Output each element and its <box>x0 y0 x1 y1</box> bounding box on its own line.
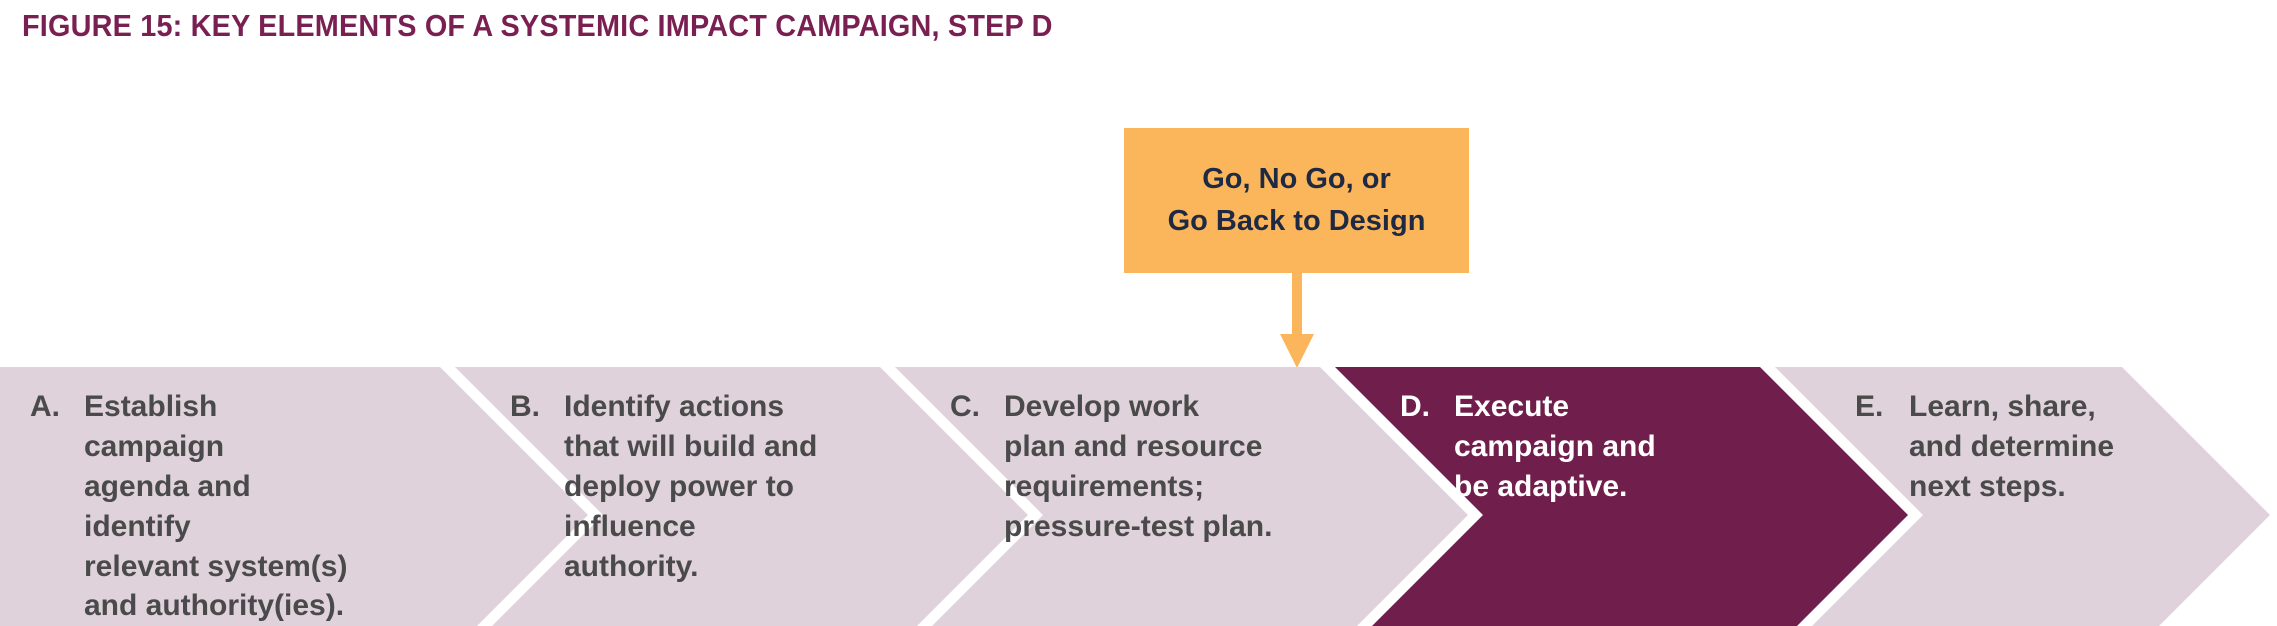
step-e-label[interactable]: E. Learn, share, and determine next step… <box>1855 387 2155 507</box>
step-d-letter: D. <box>1400 390 1430 423</box>
arrow-down-icon <box>1280 272 1314 368</box>
chevron-step-a[interactable] <box>0 367 588 626</box>
step-a-label[interactable]: A. Establish campaign agenda and identif… <box>30 387 360 626</box>
step-d-text: Execute campaign and be adaptive. <box>1454 390 1656 503</box>
step-b-letter: B. <box>510 390 540 423</box>
step-b-text: Identify actions that will build and dep… <box>564 390 818 583</box>
chevron-step-e[interactable] <box>1775 367 2270 626</box>
decision-callout-line-2: Go Back to Design <box>1167 204 1426 237</box>
step-c-letter: C. <box>950 390 980 423</box>
page-title: FIGURE 15: KEY ELEMENTS OF A SYSTEMIC IM… <box>22 8 1053 43</box>
chevron-step-d[interactable] <box>1335 367 1908 626</box>
decision-callout-box: Go, No Go, or Go Back to Design <box>1124 128 1469 273</box>
chevron-step-b[interactable] <box>455 367 1028 626</box>
decision-arrow-connector <box>1276 272 1318 370</box>
step-b-label[interactable]: B. Identify actions that will build and … <box>510 387 820 586</box>
step-d-label[interactable]: D. Execute campaign and be adaptive. <box>1400 387 1700 507</box>
step-c-text: Develop work plan and resource requireme… <box>1004 390 1273 543</box>
step-e-text: Learn, share, and determine next steps. <box>1909 390 2115 503</box>
process-chevron-band: A. Establish campaign agenda and identif… <box>0 367 2277 626</box>
step-a-text: Establish campaign agenda and identify r… <box>84 390 348 623</box>
step-a-letter: A. <box>30 390 60 423</box>
step-e-letter: E. <box>1855 390 1884 423</box>
decision-callout-line-1: Go, No Go, or <box>1202 163 1391 196</box>
step-c-label[interactable]: C. Develop work plan and resource requir… <box>950 387 1280 547</box>
chevron-step-c[interactable] <box>895 367 1468 626</box>
